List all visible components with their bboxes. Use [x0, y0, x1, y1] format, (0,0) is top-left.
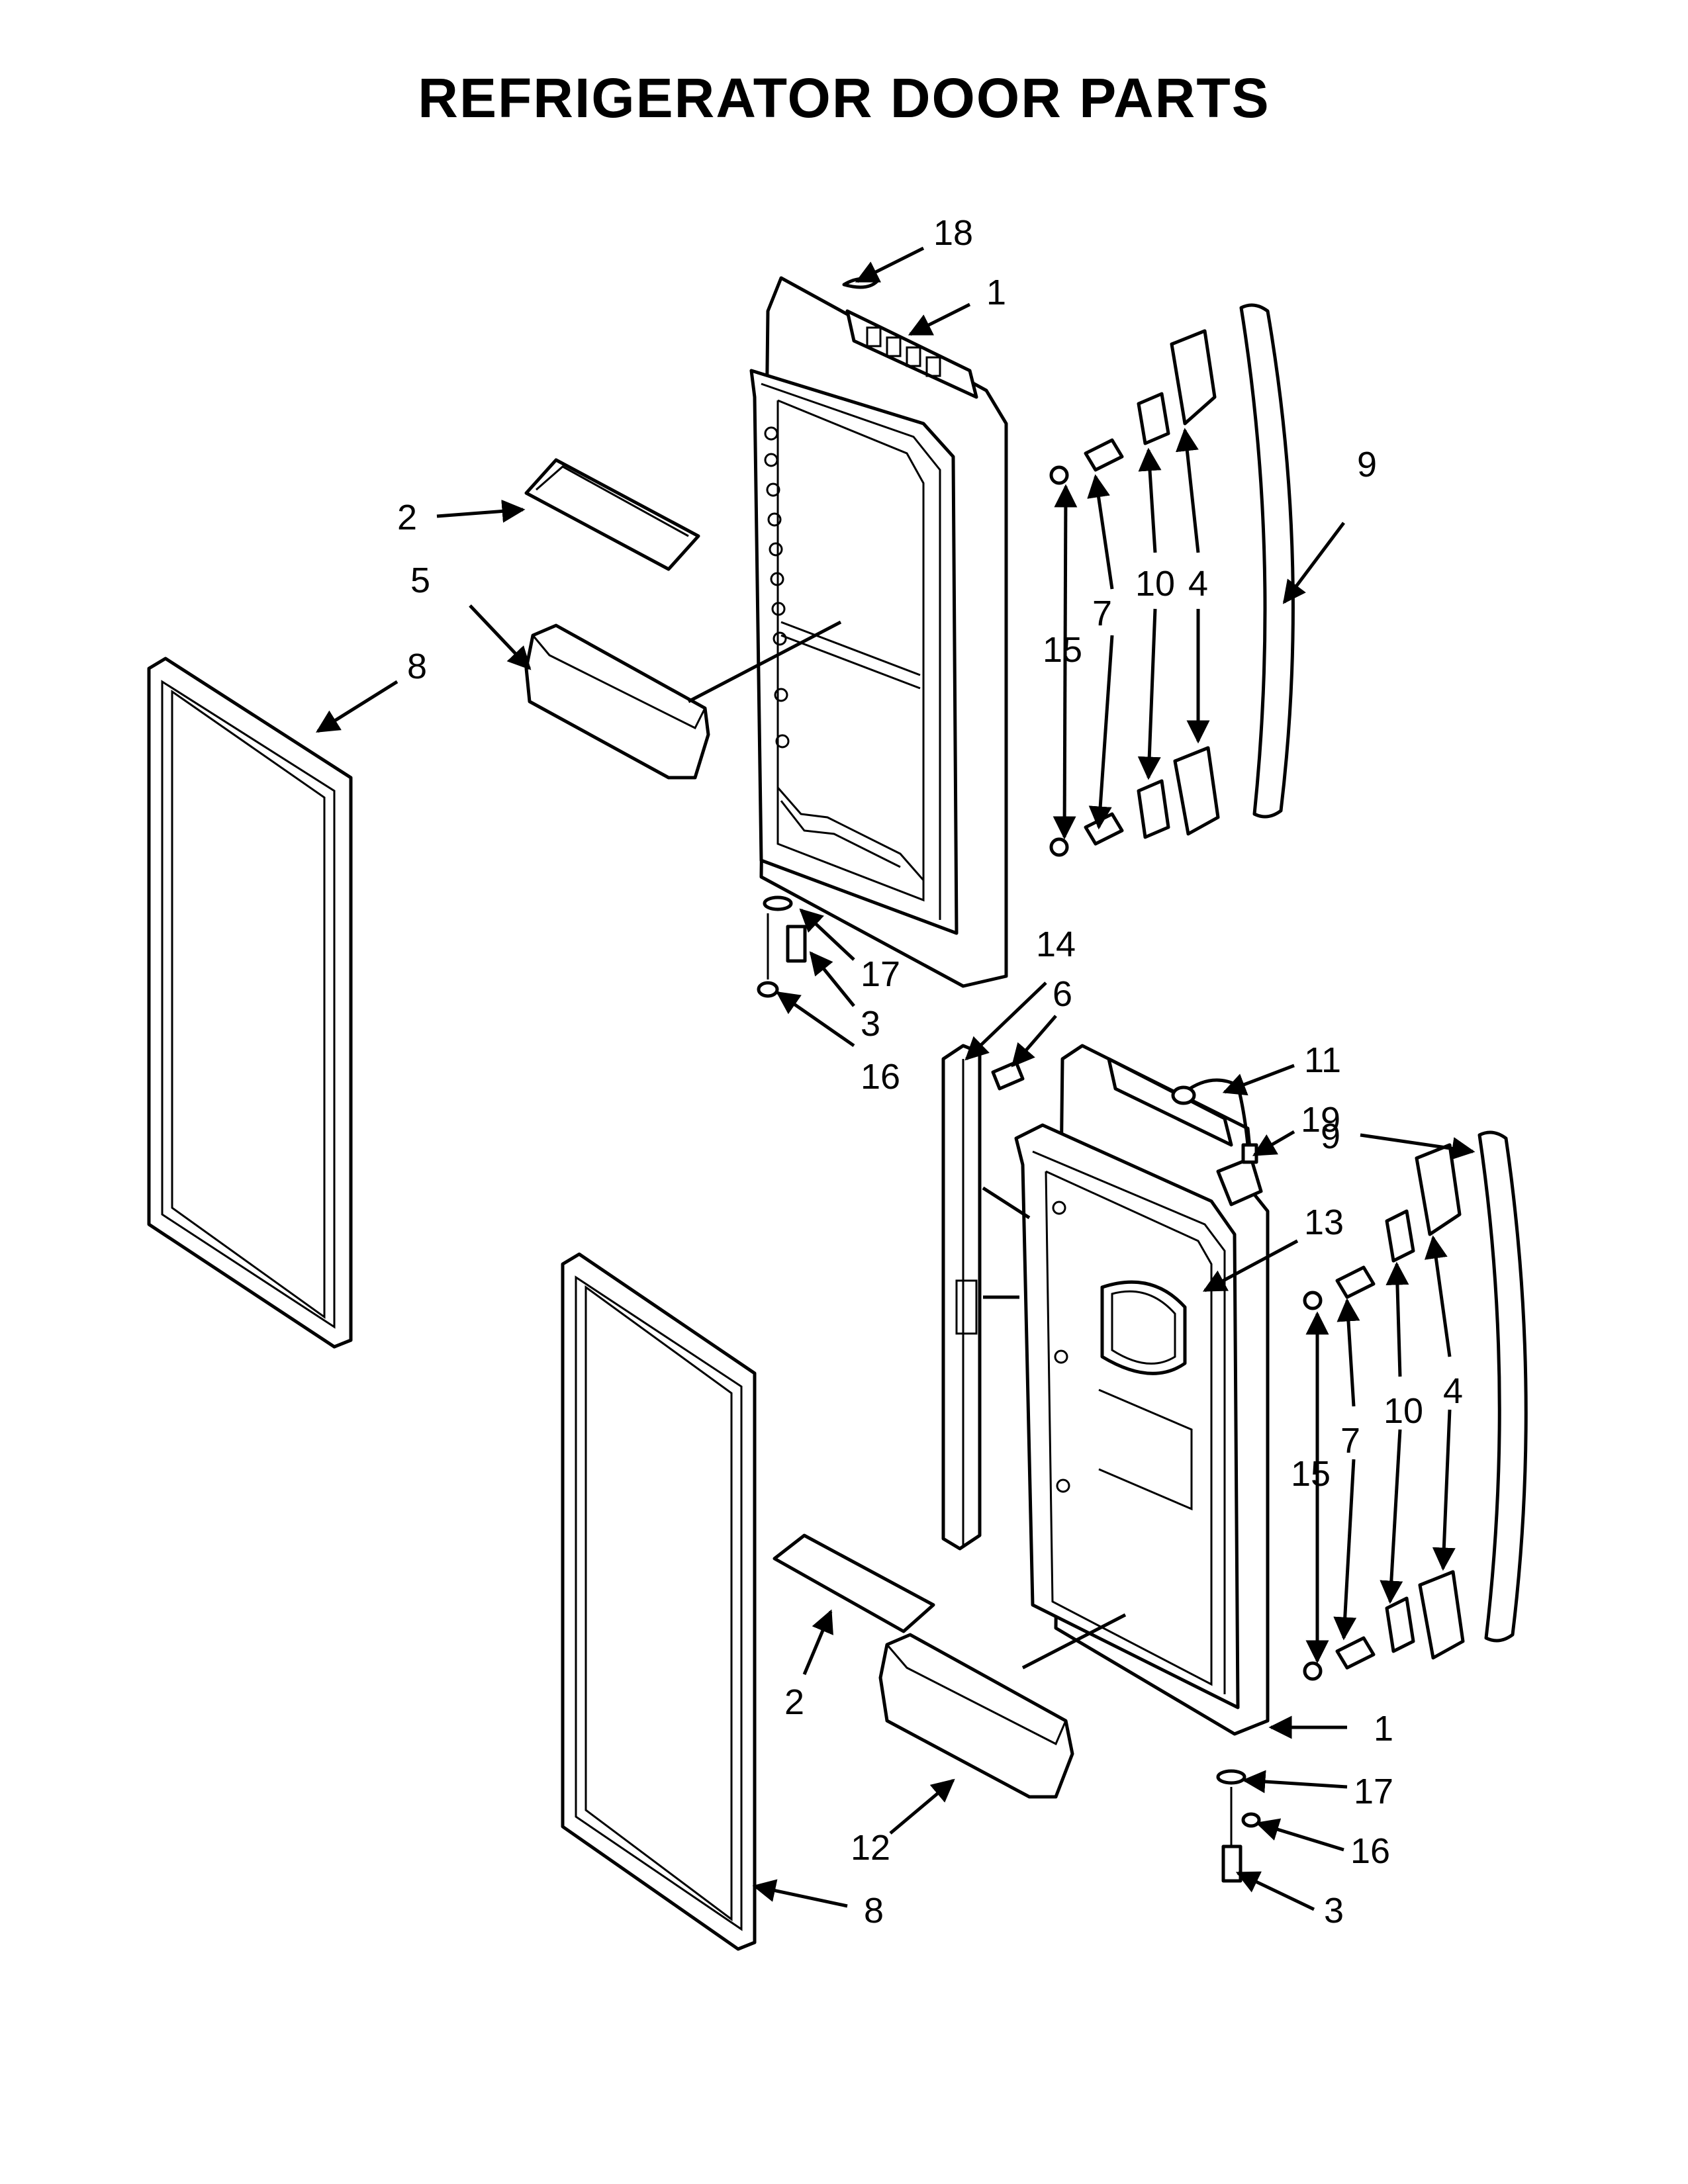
- callout-16-upper: 16: [861, 1057, 900, 1097]
- part-2-lower-shelf-cover: [773, 1533, 935, 1633]
- upper-door-liner: [749, 276, 1008, 988]
- lower-door-liner: [1014, 1044, 1270, 1736]
- callout-11: 11: [1304, 1040, 1341, 1080]
- upper-hinge-hardware: [757, 895, 807, 998]
- callout-7-lower: 7: [1340, 1421, 1360, 1461]
- callout-9-upper: 9: [1357, 445, 1377, 484]
- part-8-lower-door-gasket: [561, 1252, 757, 1951]
- callout-9-lower: 9: [1321, 1116, 1340, 1156]
- part-6-screw: [991, 1060, 1025, 1091]
- callout-2-upper: 2: [397, 498, 417, 537]
- door-shelf-studs-right: [1052, 1201, 1070, 1493]
- callout-14: 14: [1036, 925, 1076, 964]
- callout-7-upper: 7: [1092, 594, 1112, 633]
- callout-18: 18: [933, 213, 973, 253]
- callout-1-lower: 1: [1374, 1709, 1393, 1749]
- callout-8-lower: 8: [864, 1891, 884, 1931]
- callout-5: 5: [410, 561, 430, 600]
- callout-19: 19: [1301, 1100, 1340, 1140]
- callout-1-upper: 1: [986, 273, 1006, 312]
- callout-12: 12: [851, 1828, 890, 1868]
- part-9-upper-handle: [1239, 303, 1295, 819]
- callout-3-upper: 3: [861, 1004, 880, 1044]
- callout-13: 13: [1304, 1203, 1344, 1242]
- callout-10-lower: 10: [1383, 1391, 1423, 1431]
- leader-lines: [316, 246, 1476, 1911]
- callout-17-lower: 17: [1354, 1772, 1393, 1811]
- callout-15-lower: 15: [1291, 1454, 1331, 1494]
- door-top-vents: [866, 326, 941, 377]
- callout-4-lower: 4: [1443, 1371, 1463, 1411]
- callout-4-upper: 4: [1188, 564, 1208, 604]
- part-12-lower-door-bin: [878, 1633, 1074, 1799]
- part-9-lower-handle: [1477, 1130, 1528, 1643]
- callout-16-lower: 16: [1350, 1831, 1390, 1871]
- lower-handle-hardware: [1303, 1143, 1465, 1681]
- part-5-door-bin: [524, 623, 710, 780]
- part-14-door-mullion: [941, 1044, 982, 1551]
- callout-10-upper: 10: [1135, 564, 1175, 604]
- callout-6: 6: [1053, 974, 1072, 1014]
- part-8-upper-door-gasket: [147, 657, 353, 1349]
- callout-labels: 18 1 2 5 8 9 15 7 10 4 17 3 16 14 6 11 1…: [397, 213, 1463, 1931]
- door-shelf-studs-left: [764, 426, 790, 749]
- diagram-title: REFRIGERATOR DOOR PARTS: [418, 67, 1270, 129]
- callout-17-upper: 17: [861, 954, 900, 994]
- callout-15-upper: 15: [1043, 630, 1082, 670]
- callout-8-upper: 8: [407, 647, 427, 686]
- callout-2-lower: 2: [784, 1682, 804, 1722]
- callout-3-lower: 3: [1324, 1891, 1344, 1931]
- part-2-upper-shelf-cover: [524, 458, 700, 571]
- lower-hinge-hardware: [1216, 1769, 1261, 1883]
